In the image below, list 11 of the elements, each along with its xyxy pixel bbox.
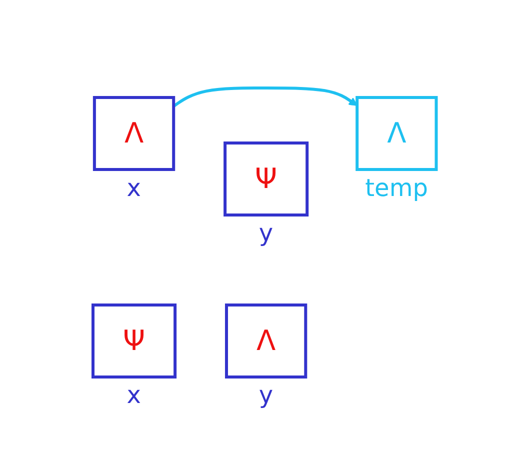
arrow [172,86,358,108]
node-box: Λ [224,304,308,378]
node-box: Λ [355,96,438,171]
node-box: Ψ [91,304,176,378]
variable-name: x [126,381,141,409]
variable-name: x [126,174,141,202]
node-box: Λ [92,96,175,171]
variable-name: temp [365,174,428,202]
variable-name: y [258,381,274,409]
node-box: Ψ [223,142,308,216]
variable-name: y [258,219,274,247]
